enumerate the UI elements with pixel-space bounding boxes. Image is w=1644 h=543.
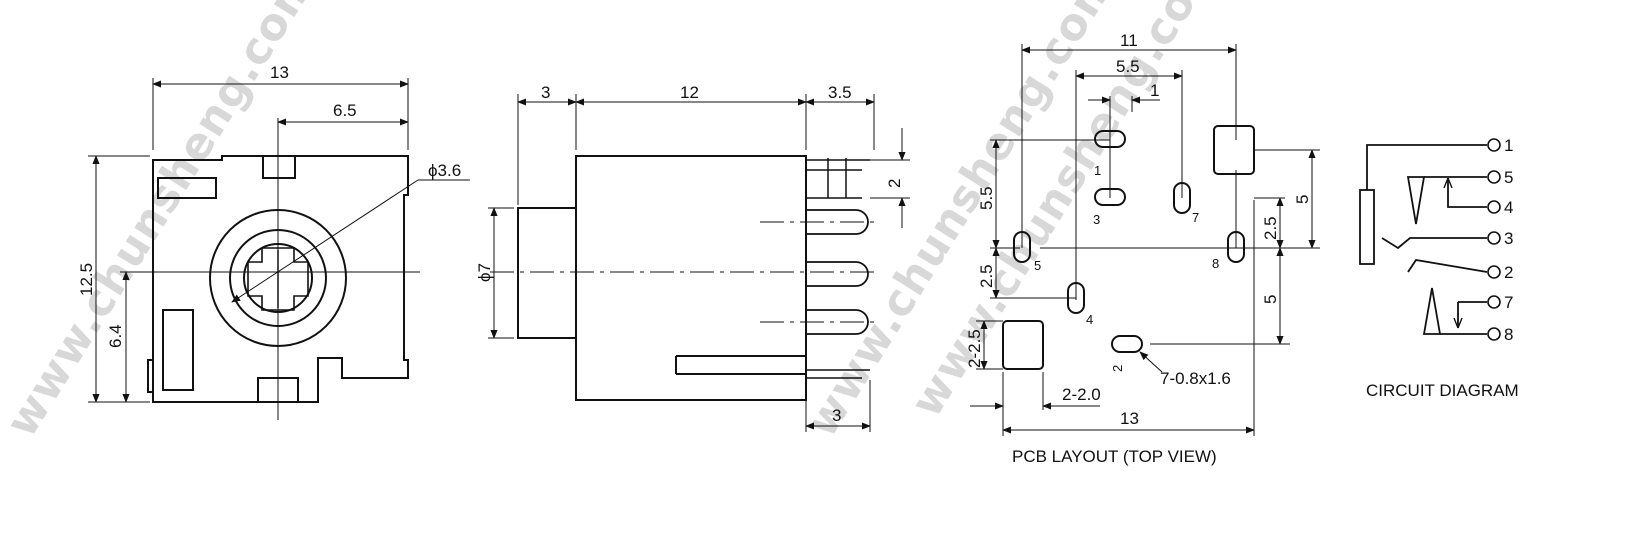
side-pin-3 xyxy=(806,309,869,335)
pcb-slot-2 xyxy=(1111,335,1143,353)
side-dim-tab: 2 xyxy=(885,179,904,188)
front-dim-width: 13 xyxy=(270,63,289,82)
side-dim-nose: 3 xyxy=(541,83,550,102)
circuit-ring-spring xyxy=(1381,237,1487,250)
circuit-switch-7-8 xyxy=(1422,287,1442,335)
circuit-terminals xyxy=(1487,138,1501,341)
circuit-terminal-7: 7 xyxy=(1504,293,1513,312)
watermarks: www.chunsheng.com www.chunsheng.com www.… xyxy=(0,0,1232,446)
front-view-labels: 13 6.5 12.5 6.4 ϕ3.6 xyxy=(77,63,461,348)
pcb-dim-pad: 2-2.5 xyxy=(965,329,984,368)
pcb-dim-mid-width: 5.5 xyxy=(1116,57,1140,76)
side-dim-pin-width: 3 xyxy=(832,406,841,425)
pcb-pad-top-right xyxy=(1213,125,1255,175)
front-bump xyxy=(147,359,154,393)
pcb-pin-label-3: 3 xyxy=(1093,212,1100,227)
pcb-layout-labels: 11 5.5 1 5.5 2.5 5 2.5 5 2-2.5 2-2.0 13 … xyxy=(965,31,1312,466)
side-pin-1 xyxy=(806,209,869,235)
front-view xyxy=(88,78,470,420)
pcb-pin-label-7: 7 xyxy=(1192,210,1199,225)
front-dim-center-height: 6.4 xyxy=(106,324,125,348)
pcb-slot-callout: 7-0.8x1.6 xyxy=(1160,369,1231,388)
pcb-dim-right-upper: 5 xyxy=(1293,195,1312,204)
circuit-terminal-3: 3 xyxy=(1504,229,1513,248)
side-dim-diameter: ϕ7 xyxy=(475,263,494,282)
front-dim-height: 12.5 xyxy=(77,263,96,296)
pcb-dim-right-lower: 5 xyxy=(1261,295,1280,304)
side-dim-pins: 3.5 xyxy=(828,83,852,102)
side-pin-2 xyxy=(806,261,869,287)
circuit-terminal-8: 8 xyxy=(1504,325,1513,344)
circuit-tip-spring xyxy=(1406,176,1426,225)
pcb-dim-right-mid: 2.5 xyxy=(1261,216,1280,240)
circuit-diagram xyxy=(1359,138,1501,341)
front-left-latch xyxy=(162,309,194,391)
circuit-terminal-4: 4 xyxy=(1504,198,1513,217)
side-body xyxy=(575,155,807,401)
side-pin-bottom xyxy=(806,369,870,379)
pcb-dim-left-lower: 2.5 xyxy=(977,264,996,288)
pcb-pin-label-5: 5 xyxy=(1034,258,1041,273)
pcb-pin-label-8: 8 xyxy=(1212,256,1219,271)
pcb-pin-label-1: 1 xyxy=(1094,163,1101,178)
pcb-pin-label-2: 2 xyxy=(1110,365,1125,372)
circuit-labels: 1 5 4 3 2 7 8 CIRCUIT DIAGRAM xyxy=(1366,136,1519,400)
jack-contact-shape xyxy=(247,247,309,311)
circuit-terminal-2: 2 xyxy=(1504,263,1513,282)
circuit-terminal-1: 1 xyxy=(1504,136,1513,155)
front-dim-hole: ϕ3.6 xyxy=(428,161,461,180)
circuit-diagram-caption: CIRCUIT DIAGRAM xyxy=(1366,381,1519,400)
side-view-labels: 3 12 3.5 2 ϕ7 3 xyxy=(475,83,904,425)
pcb-layout-caption: PCB LAYOUT (TOP VIEW) xyxy=(1012,447,1217,466)
pcb-dim-small-offset: 1 xyxy=(1150,81,1159,100)
pcb-dim-bottom-width: 13 xyxy=(1120,409,1139,428)
front-top-tab xyxy=(157,177,217,199)
pcb-layout xyxy=(970,44,1320,436)
pcb-dim-top-width: 11 xyxy=(1120,31,1138,50)
circuit-sleeve xyxy=(1359,189,1375,265)
pcb-pin-label-4: 4 xyxy=(1086,312,1093,327)
pcb-dim-pad-width: 2-2.0 xyxy=(1062,385,1101,404)
pcb-pad-bottom-left xyxy=(1002,320,1044,370)
front-top-notch xyxy=(262,155,296,179)
circuit-terminal-5: 5 xyxy=(1504,168,1513,187)
side-view xyxy=(488,94,910,432)
side-dim-body: 12 xyxy=(680,83,699,102)
pcb-dim-left-height: 5.5 xyxy=(977,186,996,210)
front-dim-half-width: 6.5 xyxy=(333,101,357,120)
side-nose xyxy=(517,207,577,339)
